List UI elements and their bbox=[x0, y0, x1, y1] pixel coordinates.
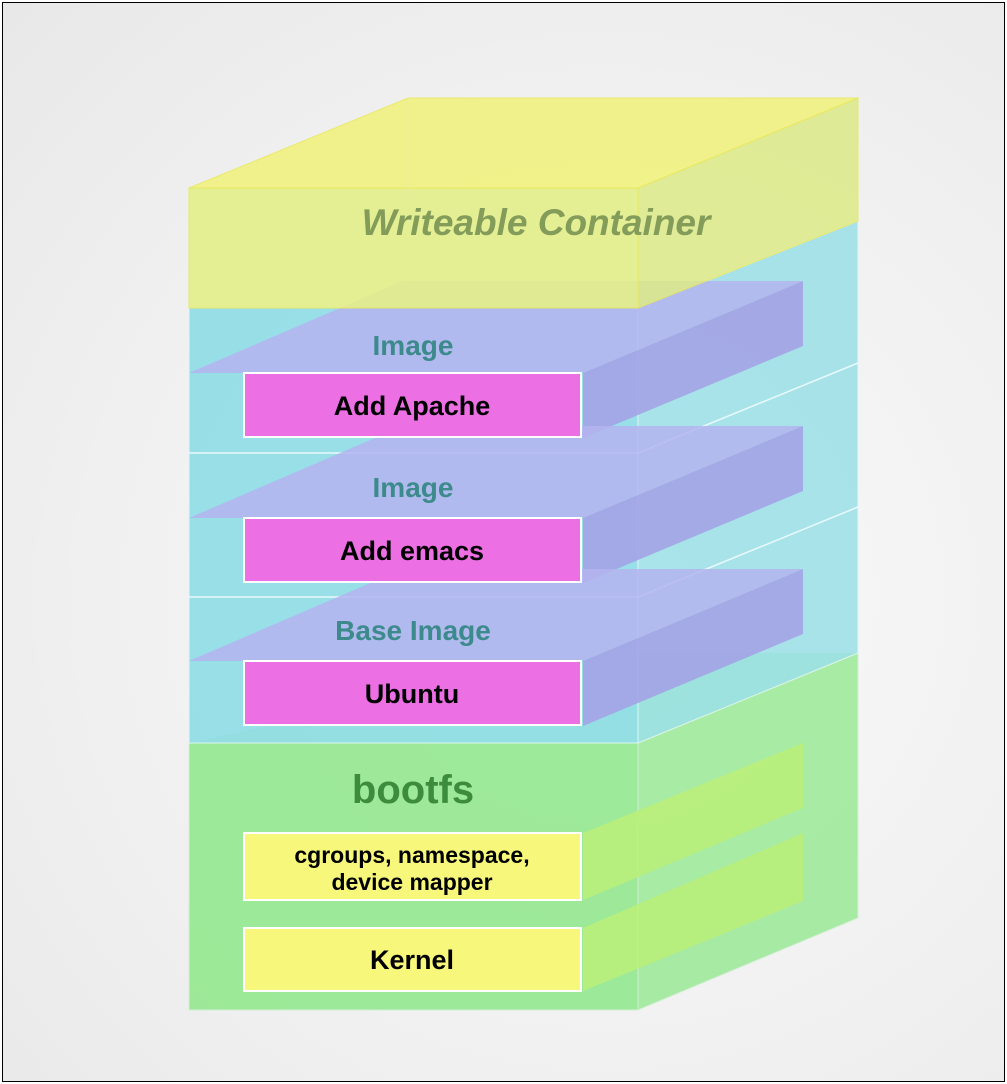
container-front-face bbox=[188, 187, 639, 309]
writeable-container-label: Writeable Container bbox=[362, 202, 713, 243]
layer-2-section-label: Image bbox=[373, 472, 454, 503]
layer-3-section-label: Base Image bbox=[335, 615, 491, 646]
layer-slab-2 bbox=[189, 426, 803, 583]
docker-layers-diagram: Writeable Container Image Add Apache Ima… bbox=[188, 97, 859, 1011]
bootfs-slab-1 bbox=[583, 743, 803, 900]
writeable-container bbox=[188, 97, 859, 309]
cgroups-line-2: device mapper bbox=[331, 869, 492, 895]
layer-3-box-label: Ubuntu bbox=[365, 679, 459, 709]
kernel-box bbox=[243, 927, 582, 992]
layer-slab-1 bbox=[189, 281, 803, 438]
cgroups-line-1: cgroups, namespace, bbox=[294, 842, 529, 868]
layer-2-box-label: Add emacs bbox=[340, 536, 484, 566]
layer-slab-3 bbox=[189, 569, 803, 726]
layer-1-section-label: Image bbox=[373, 330, 454, 361]
ubuntu-box bbox=[243, 660, 582, 726]
bootfs-slab-2 bbox=[583, 833, 803, 991]
add-apache-box bbox=[243, 372, 582, 438]
layer-1-box-label: Add Apache bbox=[334, 391, 491, 421]
cgroups-box bbox=[243, 832, 582, 901]
add-emacs-box bbox=[243, 517, 582, 583]
bootfs-label: bootfs bbox=[352, 768, 474, 812]
kernel-label: Kernel bbox=[370, 945, 454, 975]
